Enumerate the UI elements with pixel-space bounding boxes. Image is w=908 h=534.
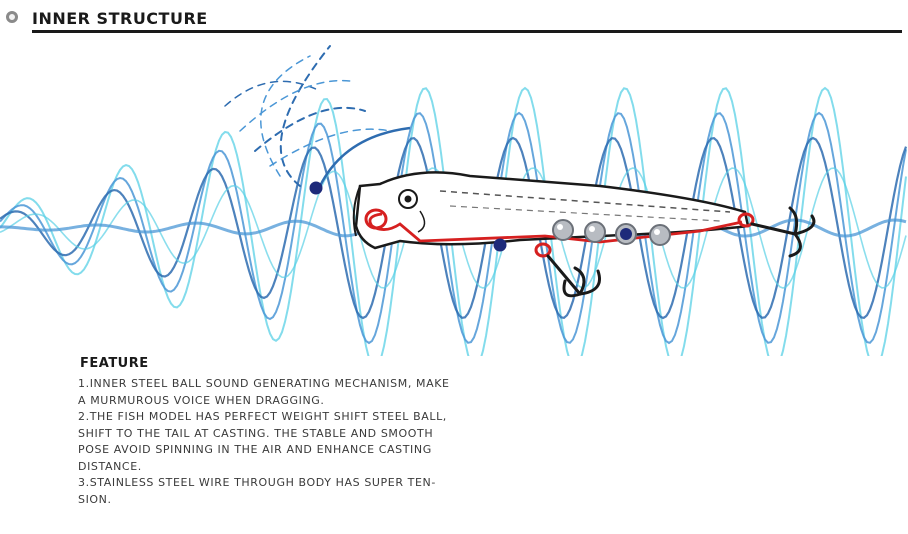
wire-eye-belly — [534, 242, 552, 258]
feature-line: A MURMUROUS VOICE WHEN DRAGGING. — [78, 393, 325, 407]
section-header: INNER STRUCTURE — [6, 8, 902, 34]
steel-ball — [649, 224, 671, 246]
sound-arc-solid — [318, 126, 411, 187]
steel-ball — [552, 219, 574, 241]
lateral-line — [439, 190, 731, 213]
lateral-line-lower — [449, 205, 721, 222]
feature-line: SHIFT TO THE TAIL AT CASTING. THE STABLE… — [78, 426, 434, 440]
wire-eye-tail — [737, 212, 755, 228]
wire-eye-front — [364, 208, 388, 230]
sound-wave-band — [0, 136, 908, 320]
feature-line: 3.STAINLESS STEEL WIRE THROUGH BODY HAS … — [78, 476, 436, 489]
lure-structure-illustration — [0, 45, 908, 356]
feature-line: 2.THE FISH MODEL HAS PERFECT WEIGHT SHIF… — [78, 410, 447, 423]
treble-hook-tail-icon — [750, 206, 816, 258]
section-title: INNER STRUCTURE — [32, 9, 208, 28]
feature-section: FEATURE 1.INNER STEEL BALL SOUND GENERAT… — [78, 356, 498, 508]
circle-ring-icon — [6, 11, 18, 23]
feature-line: POSE AVOID SPINNING IN THE AIR AND ENHAN… — [78, 443, 432, 456]
sound-arcs — [224, 45, 391, 187]
lure-lip — [352, 185, 361, 237]
feature-line: 1.INNER STEEL BALL SOUND GENERATING MECH… — [78, 377, 450, 390]
feature-title: FEATURE — [80, 356, 149, 371]
header-underline — [32, 30, 902, 33]
sound-wave-band — [0, 111, 907, 345]
feature-line: DISTANCE. — [78, 459, 142, 473]
fishing-lure — [352, 171, 816, 298]
treble-hook-belly-icon — [546, 254, 601, 298]
steel-balls — [552, 219, 671, 246]
sound-ball-belly — [493, 238, 507, 252]
steel-ball — [584, 221, 606, 243]
feature-line: SION. — [78, 492, 112, 506]
sound-ball-inner — [620, 228, 632, 240]
sound-ball — [309, 181, 323, 195]
